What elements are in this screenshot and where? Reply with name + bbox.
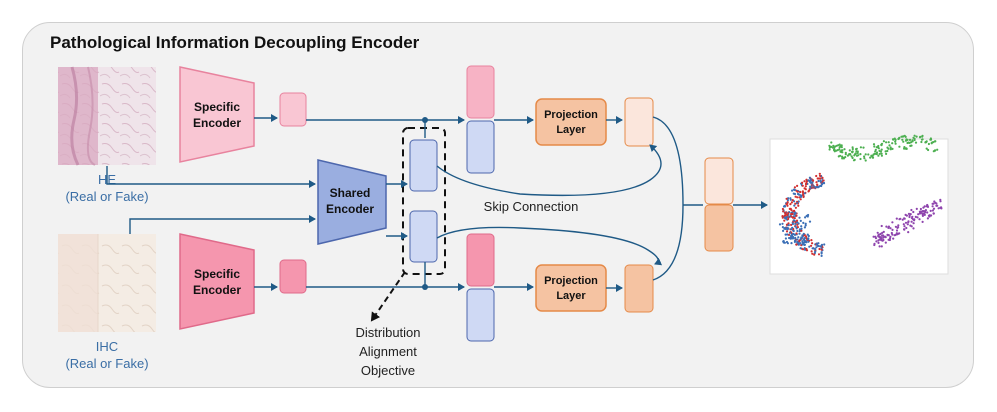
concat-specific-bottom xyxy=(466,233,495,287)
specific-encoder-top: Specific Encoder xyxy=(179,66,255,163)
svg-text:Layer: Layer xyxy=(556,124,586,136)
objective-label-line3: Objective xyxy=(361,363,415,378)
shared-encoder: Shared Encoder xyxy=(317,159,387,245)
specific-encoder-bottom: Specific Encoder xyxy=(179,233,255,330)
flow-arrows xyxy=(106,114,768,292)
svg-text:Projection: Projection xyxy=(544,109,598,121)
objective-label-line1: Distribution xyxy=(355,325,420,340)
projection-layer-bottom: Projection Layer xyxy=(535,264,607,312)
objective-label-line2: Alignment xyxy=(359,344,417,359)
merged-feature-top xyxy=(704,157,734,205)
he-image xyxy=(58,66,156,166)
ihc-label: IHC xyxy=(96,339,118,354)
svg-text:Projection: Projection xyxy=(544,275,598,287)
projection-output-top xyxy=(624,97,654,147)
concat-specific-top xyxy=(466,65,495,119)
specific-feature-bottom xyxy=(279,259,307,294)
skip-connection-label: Skip Connection xyxy=(484,199,579,214)
junction-dot-bottom xyxy=(422,284,428,290)
svg-text:Specific: Specific xyxy=(194,267,240,281)
shared-feature-bottom xyxy=(409,210,438,263)
junction-dot-top xyxy=(422,117,428,123)
svg-text:Shared: Shared xyxy=(330,186,371,200)
svg-text:Encoder: Encoder xyxy=(193,283,241,297)
objective-arrow xyxy=(370,271,406,322)
alignment-group-box xyxy=(402,127,446,275)
concat-shared-bottom xyxy=(466,288,495,342)
diagram-title: Pathological Information Decoupling Enco… xyxy=(50,33,420,52)
ihc-image xyxy=(58,234,156,332)
projection-output-bottom xyxy=(624,264,654,313)
specific-feature-top xyxy=(279,92,307,127)
svg-text:Specific: Specific xyxy=(194,100,240,114)
svg-text:Layer: Layer xyxy=(556,290,586,302)
concat-shared-top xyxy=(466,120,495,174)
projection-layer-top: Projection Layer xyxy=(535,98,607,146)
ihc-sublabel: (Real or Fake) xyxy=(65,356,148,371)
tsne-scatter xyxy=(778,134,943,257)
svg-text:Encoder: Encoder xyxy=(193,116,241,130)
he-sublabel: (Real or Fake) xyxy=(65,189,148,204)
svg-text:Encoder: Encoder xyxy=(326,202,374,216)
merged-feature-bottom xyxy=(704,204,734,252)
tsne-plot xyxy=(769,134,949,275)
shared-feature-top xyxy=(409,139,438,192)
